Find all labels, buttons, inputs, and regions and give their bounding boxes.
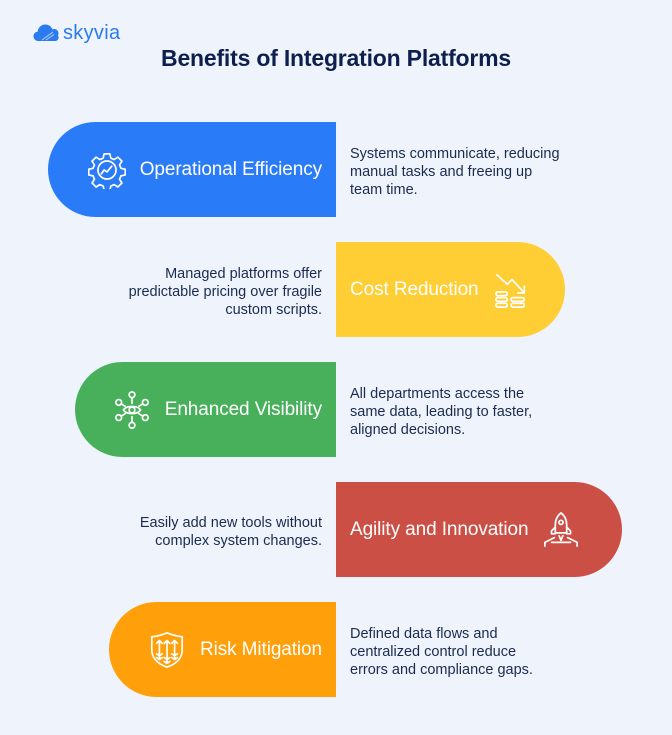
description-line: Easily add new tools without xyxy=(139,515,322,531)
benefit-risk-mitigation: Risk Mitigation xyxy=(109,602,336,697)
shield-arrows-icon xyxy=(150,631,184,668)
gear-chart-icon xyxy=(87,152,126,189)
description-line: same data, leading to faster, xyxy=(350,404,533,420)
eye-network-icon xyxy=(114,390,149,429)
benefit-label: Cost Reduction xyxy=(350,278,479,300)
description-line: team time. xyxy=(350,182,418,198)
description-line: aligned decisions. xyxy=(350,422,466,438)
benefit-description: All departments access the same data, le… xyxy=(350,385,580,439)
description-line: custom scripts. xyxy=(225,302,322,318)
description-line: predictable pricing over fragile xyxy=(128,284,322,300)
page-title: Benefits of Integration Platforms xyxy=(161,45,511,71)
benefit-description: Managed platforms offer predictable pric… xyxy=(90,265,322,319)
coins-down-trend-icon xyxy=(494,273,525,308)
description-line: Defined data flows and xyxy=(350,626,498,642)
benefit-description: Systems communicate, reducing manual tas… xyxy=(350,145,580,199)
benefit-description: Easily add new tools without complex sys… xyxy=(100,514,322,550)
benefit-cost-reduction: Cost Reduction xyxy=(336,242,565,337)
benefit-label: Enhanced Visibility xyxy=(164,398,322,420)
description-line: complex system changes. xyxy=(155,533,322,549)
description-line: Systems communicate, reducing xyxy=(350,146,560,162)
benefit-agility-innovation: Agility and Innovation xyxy=(336,482,622,577)
benefit-label: Agility and Innovation xyxy=(350,518,529,540)
description-line: All departments access the xyxy=(350,386,525,402)
skyvia-logo: skyvia xyxy=(33,22,120,44)
description-line: manual tasks and freeing up xyxy=(350,164,533,180)
brand-name: skyvia xyxy=(63,22,121,44)
rocket-launch-icon xyxy=(544,511,579,547)
description-line: errors and compliance gaps. xyxy=(350,662,533,678)
benefit-description: Defined data flows and centralized contr… xyxy=(350,625,580,679)
description-line: Managed platforms offer xyxy=(165,266,322,282)
benefit-label: Operational Efficiency xyxy=(139,158,322,180)
description-line: centralized control reduce xyxy=(350,644,517,660)
benefit-operational-efficiency: Operational Efficiency xyxy=(48,122,336,217)
benefit-enhanced-visibility: Enhanced Visibility xyxy=(75,362,336,457)
benefit-label: Risk Mitigation xyxy=(199,638,322,660)
cloud-logo-icon xyxy=(33,24,59,41)
